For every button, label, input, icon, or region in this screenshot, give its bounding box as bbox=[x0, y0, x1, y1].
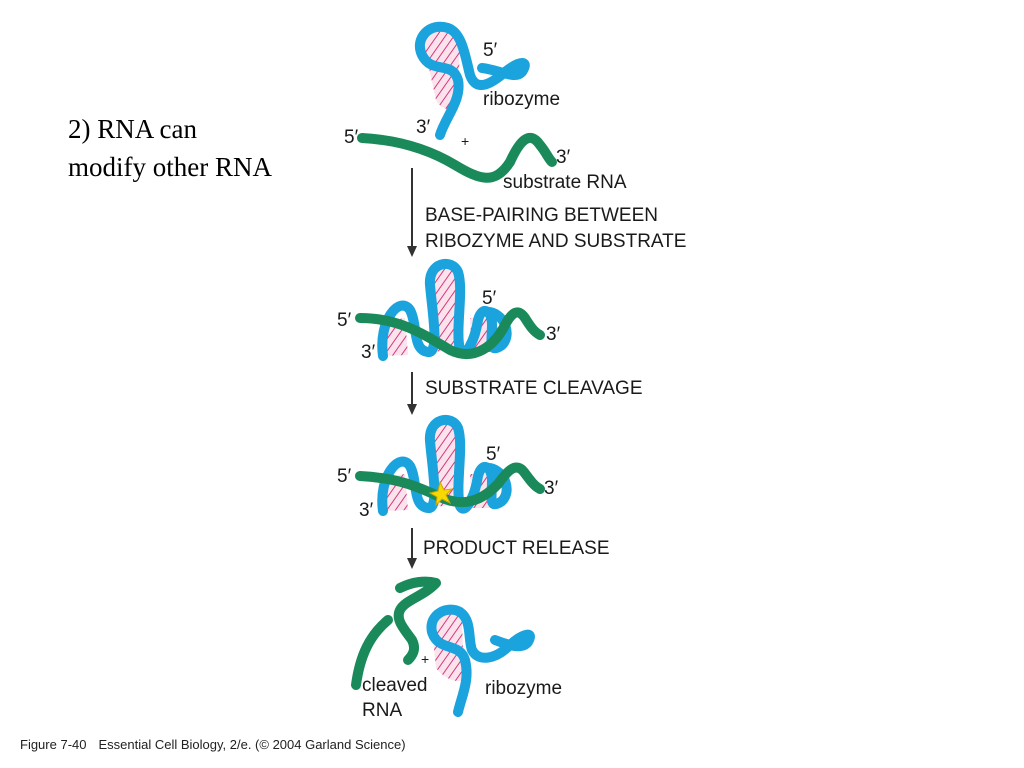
released-ribozyme-label: ribozyme bbox=[485, 678, 562, 699]
step-arrow-3 bbox=[407, 528, 417, 569]
figure-caption: Figure 7-40 Essential Cell Biology, 2/e. … bbox=[20, 737, 406, 752]
step-1-label-line-1: BASE-PAIRING BETWEEN bbox=[425, 205, 658, 226]
substrate-strand bbox=[357, 132, 557, 183]
complex-three-prime-bottom: 3′ bbox=[361, 342, 376, 363]
heading-line-1: 2) RNA can bbox=[68, 114, 197, 144]
step-arrow-2 bbox=[407, 372, 417, 415]
panel-2-complex: 5′ 5′ 3′ 3′ bbox=[337, 258, 561, 363]
step-2-label: SUBSTRATE CLEAVAGE bbox=[425, 378, 643, 399]
panel-4-products: + cleaved RNA ribozyme bbox=[351, 576, 562, 721]
cleavage-five-prime-left: 5′ bbox=[337, 466, 352, 487]
substrate-five-prime-label: 5′ bbox=[344, 127, 359, 148]
ribozyme-label: ribozyme bbox=[483, 89, 560, 110]
cleaved-rna-label-line-1: cleaved bbox=[362, 675, 428, 696]
cleaved-rna-label-line-2: RNA bbox=[362, 700, 402, 721]
substrate-label: substrate RNA bbox=[503, 172, 627, 193]
ribozyme-strand bbox=[415, 21, 530, 140]
cleaved-fragment-2 bbox=[351, 615, 393, 690]
complex-five-prime-left: 5′ bbox=[337, 310, 352, 331]
cleavage-three-prime-right: 3′ bbox=[544, 478, 559, 499]
figure-number: Figure 7-40 bbox=[20, 737, 87, 752]
cleaved-fragment-1 bbox=[393, 576, 441, 665]
step-arrow-1 bbox=[407, 168, 417, 257]
figure-source: Essential Cell Biology, 2/e. (© 2004 Gar… bbox=[98, 737, 406, 752]
complex-substrate-strand bbox=[355, 307, 545, 359]
ribozyme-three-prime-label: 3′ bbox=[416, 117, 431, 138]
cleavage-substrate-strand bbox=[355, 462, 545, 508]
complex-three-prime-right: 3′ bbox=[546, 324, 561, 345]
cleavage-three-prime-bottom: 3′ bbox=[359, 500, 374, 521]
step-1-label-line-2: RIBOZYME AND SUBSTRATE bbox=[425, 231, 686, 252]
heading-line-2: modify other RNA bbox=[68, 152, 272, 182]
complex-five-prime-top: 5′ bbox=[482, 288, 497, 309]
plus-sign-bottom: + bbox=[421, 651, 429, 667]
panel-3-cleavage: 5′ 5′ 3′ 3′ bbox=[337, 414, 559, 521]
plus-sign-top: + bbox=[461, 133, 469, 149]
step-3-label: PRODUCT RELEASE bbox=[423, 538, 610, 559]
panel-1-reactants: 5′ ribozyme 3′ + 5′ 3′ substrate RNA bbox=[344, 21, 627, 193]
cleavage-site-star-icon bbox=[428, 480, 454, 507]
ribozyme-five-prime-label: 5′ bbox=[483, 40, 498, 61]
released-ribozyme-strand bbox=[426, 604, 535, 717]
slide-heading: 2) RNA can modify other RNA bbox=[68, 110, 272, 186]
cleavage-five-prime-top: 5′ bbox=[486, 444, 501, 465]
substrate-three-prime-label: 3′ bbox=[556, 147, 571, 168]
